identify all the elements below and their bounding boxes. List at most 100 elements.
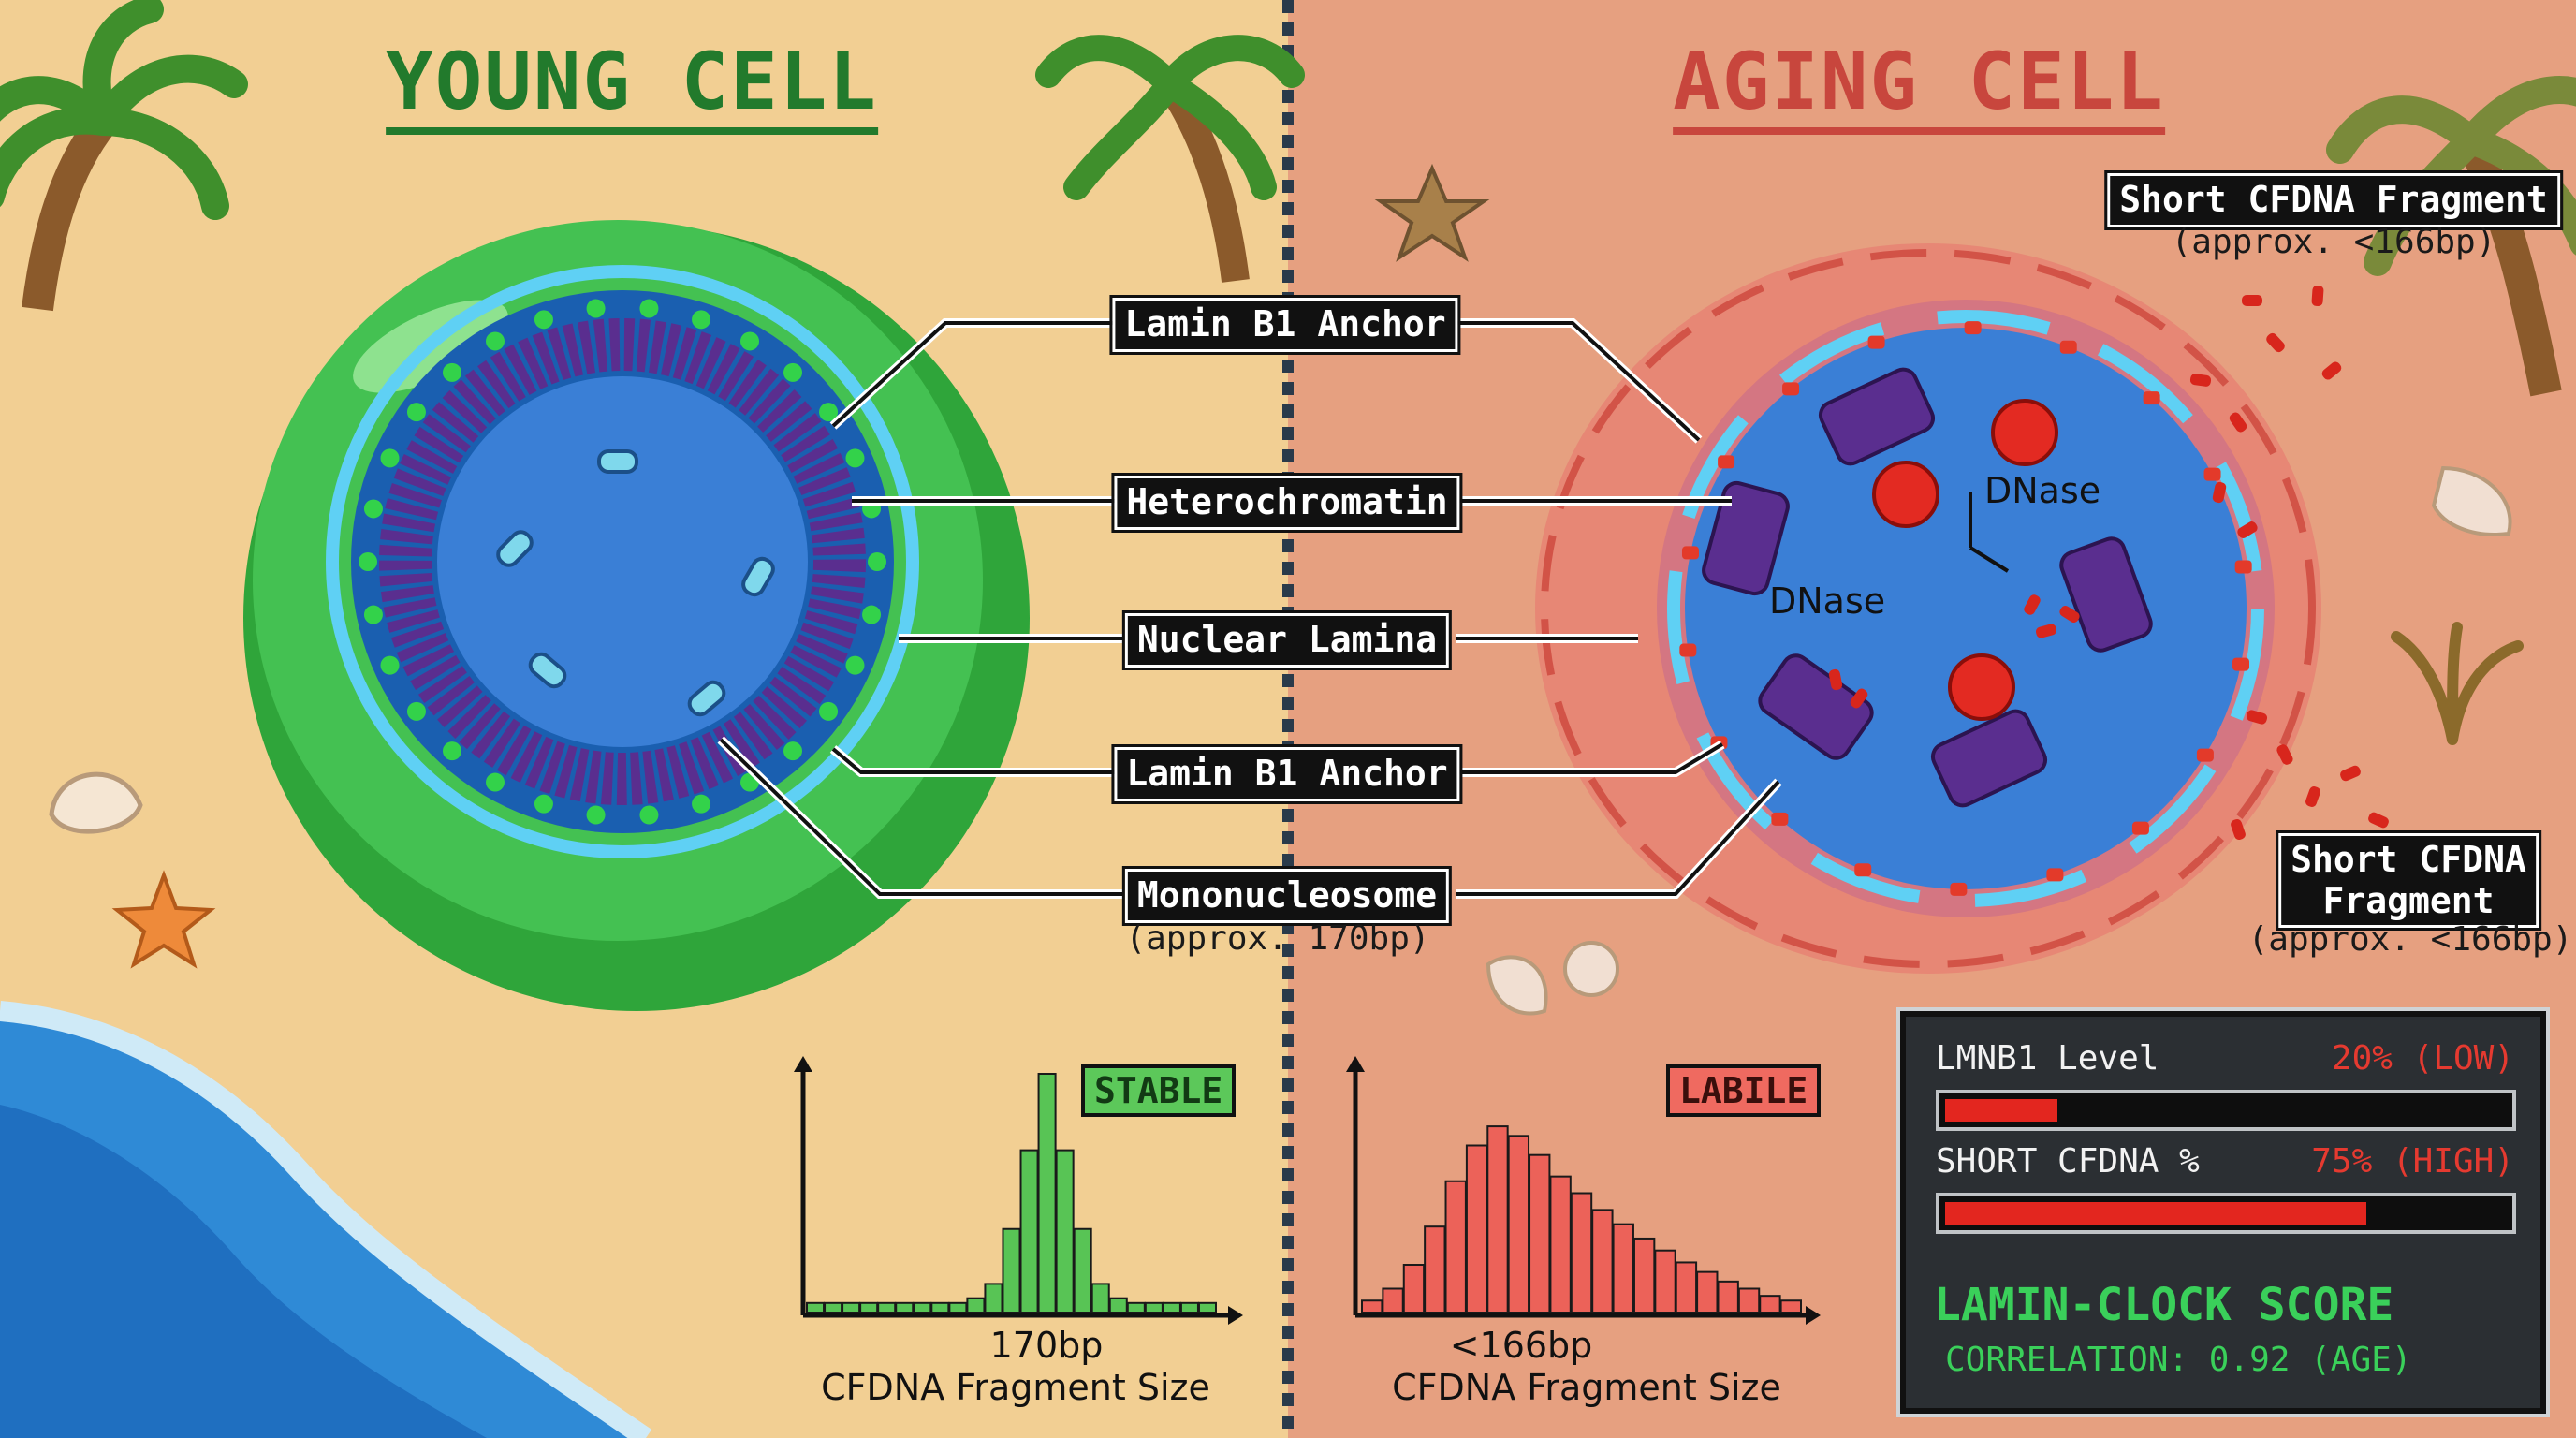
lamin-b1-anchor-dot xyxy=(639,299,659,318)
young-histogram-bar xyxy=(1002,1227,1021,1313)
lamin-b1-anchor-dot xyxy=(534,794,553,814)
lamin-b1-anchor-dot xyxy=(363,499,383,519)
young-histogram-bar xyxy=(824,1301,843,1314)
cfdna-fragment xyxy=(2237,521,2258,538)
aging-lamina-broken xyxy=(1667,310,2264,907)
aging-histogram-bar xyxy=(1402,1264,1426,1313)
young-histogram-bar xyxy=(859,1301,879,1314)
young-histogram-bar xyxy=(1108,1297,1128,1313)
pebble-icon xyxy=(1563,941,1619,997)
aging-cell-title: AGING CELL xyxy=(1673,36,2165,135)
lamin-b1-anchor-dot xyxy=(534,310,553,330)
lamin-b1-anchor-dot xyxy=(359,552,377,571)
aging-histogram-bar xyxy=(1675,1261,1698,1313)
lamin-b1-anchor-dot xyxy=(783,741,803,761)
lamin-b1-anchor-dot xyxy=(740,331,759,351)
aging-histogram-bar xyxy=(1696,1270,1719,1314)
young-histogram-bar xyxy=(948,1301,968,1314)
young-histogram-bar xyxy=(877,1301,897,1314)
starfish-icon xyxy=(1374,163,1490,262)
young-histogram-bar xyxy=(842,1301,861,1314)
aging-cell xyxy=(1535,243,2389,974)
ocean-foam xyxy=(0,1001,652,1438)
cfdna-fragment xyxy=(2246,710,2268,725)
lamin-remnant-dot xyxy=(2232,657,2250,671)
young-histogram-bar xyxy=(966,1297,986,1313)
cfdna-fragment xyxy=(2035,624,2057,638)
young-histogram-bar xyxy=(1144,1301,1164,1314)
aging-histogram-bar xyxy=(1632,1237,1656,1313)
young-histogram-bar xyxy=(1037,1073,1057,1313)
lamin-clock-score-label: LAMIN-CLOCK SCORE xyxy=(1934,1279,2394,1331)
labile-badge: LABILE xyxy=(1666,1064,1822,1117)
short-cfdna-size-side: (approx. <166bp) xyxy=(2247,920,2573,959)
aging-histogram-bar xyxy=(1507,1135,1530,1314)
ocean-shallow xyxy=(0,1105,487,1438)
lamin-remnant-dot xyxy=(2196,748,2214,762)
dnase-pointer xyxy=(1969,546,2010,573)
aging-lamin-remnants xyxy=(1679,321,2252,896)
young-y-arrow xyxy=(794,1056,812,1072)
aging-x-arrow xyxy=(1806,1306,1821,1325)
cfdna-fragment xyxy=(2059,605,2080,624)
young-histogram-bar xyxy=(1090,1283,1110,1314)
short-cfdna-fragments xyxy=(1828,285,2389,840)
lamin-b1-anchor-dot xyxy=(639,805,659,825)
young-histogram-bar xyxy=(1162,1301,1181,1314)
lamin-b1-anchor-dot xyxy=(486,331,505,351)
aging-axis-label: CFDNA Fragment Size xyxy=(1392,1367,1781,1408)
young-cell-title: YOUNG CELL xyxy=(386,36,878,135)
aging-histogram-bar xyxy=(1759,1295,1781,1314)
cfdna-fragment xyxy=(1850,688,1868,709)
label-mononucleosome: Mononucleosome xyxy=(1121,866,1453,926)
lamin-b1-anchor-dot xyxy=(380,655,400,675)
aging-histogram-bar xyxy=(1424,1225,1446,1313)
lamin-b1-anchor-dot xyxy=(406,701,426,721)
young-axis-label: CFDNA Fragment Size xyxy=(821,1367,1210,1408)
aging-histogram xyxy=(1346,1056,1821,1325)
young-histogram-bar xyxy=(913,1301,932,1314)
young-histogram xyxy=(794,1056,1243,1325)
short-cfdna-bar xyxy=(1936,1193,2516,1234)
cfdna-fragment xyxy=(2024,594,2041,615)
lamin-b1-anchor-dot xyxy=(692,794,711,814)
cfdna-fragment xyxy=(2321,361,2342,380)
lamin-b1-anchor-dot xyxy=(845,448,865,468)
lamin-b1-anchor-dot xyxy=(486,772,505,792)
short-cfdna-size-top: (approx. <166bp) xyxy=(2171,223,2496,261)
lamin-b1-anchor-dot xyxy=(783,362,803,382)
lamin-remnant-dot xyxy=(2143,391,2160,405)
young-histogram-bar xyxy=(1126,1301,1146,1314)
mononucleosome-size: (approx. 170bp) xyxy=(1125,919,1430,958)
lamin-remnant-dot xyxy=(1681,546,1699,560)
palm-tree-icon xyxy=(1035,35,1305,283)
lamin-b1-anchor-dot xyxy=(406,403,426,422)
aging-histogram-bar xyxy=(1465,1144,1488,1313)
young-histogram-bar xyxy=(1055,1149,1075,1313)
young-histogram-bar xyxy=(1179,1301,1199,1314)
cfdna-fragment xyxy=(2276,744,2293,765)
lamin-b1-anchor-dot xyxy=(819,701,839,721)
lamin-remnant-dot xyxy=(1718,455,1735,469)
short-cfdna-label-side-line1: Short CFDNA xyxy=(2291,839,2526,880)
aging-histogram-bar xyxy=(1486,1125,1509,1313)
aging-histogram-bar xyxy=(1549,1175,1572,1314)
lamin-remnant-dot xyxy=(1679,643,1697,657)
aging-histogram-bar xyxy=(1444,1180,1467,1313)
aging-histogram-bar xyxy=(1529,1153,1551,1313)
label-heterochromatin: Heterochromatin xyxy=(1111,473,1463,533)
lamin-b1-anchor-dot xyxy=(819,403,839,422)
young-nucleus xyxy=(437,376,808,747)
young-histogram-bar xyxy=(984,1283,1003,1314)
young-histogram-bar xyxy=(1073,1227,1092,1313)
lamin-b1-anchor-dot xyxy=(586,299,606,318)
label-lamin-anchor-bottom: Lamin B1 Anchor xyxy=(1111,744,1463,804)
lamin-remnant-dot xyxy=(2059,340,2077,354)
aging-histogram-bar xyxy=(1361,1299,1383,1313)
lmnb1-bar xyxy=(1936,1090,2516,1131)
cfdna-fragment xyxy=(2242,295,2262,306)
aging-histogram-bar xyxy=(1570,1192,1593,1313)
aging-histogram-bar xyxy=(1612,1223,1634,1314)
cfdna-fragment xyxy=(2340,765,2361,782)
aging-histogram-bar xyxy=(1654,1249,1676,1313)
